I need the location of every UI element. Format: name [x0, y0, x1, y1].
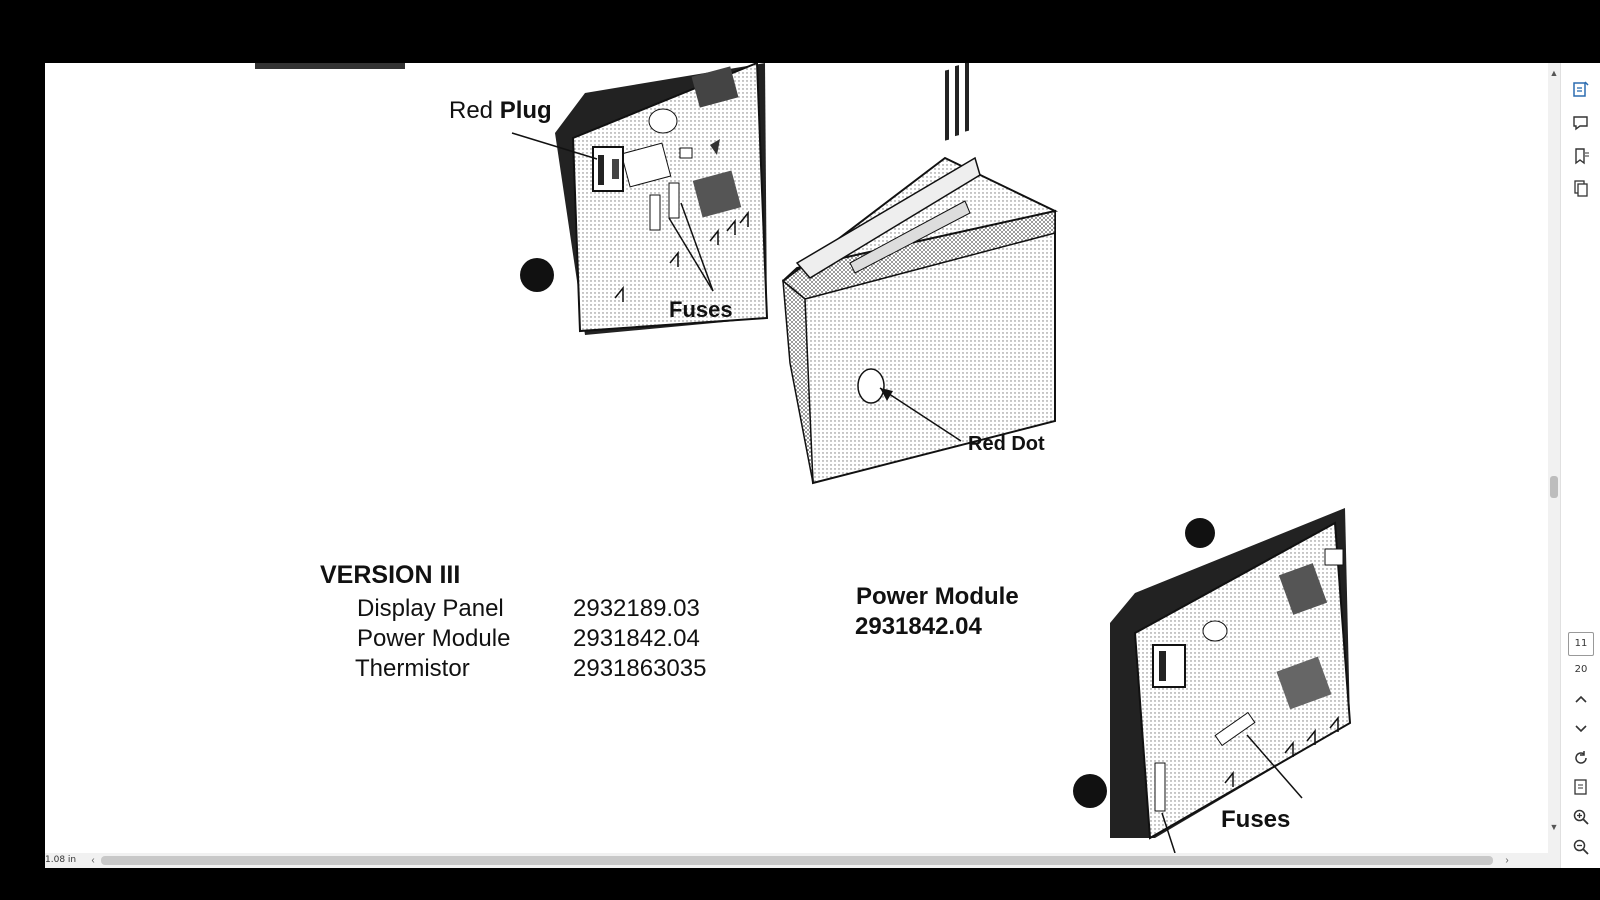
zoom-in-icon[interactable]: [1571, 807, 1591, 827]
scroll-left-arrow-icon[interactable]: ‹: [91, 855, 95, 866]
current-page-field[interactable]: 11: [1568, 632, 1594, 656]
red-plug-label: Red Plug: [449, 97, 552, 125]
right-toolbar: 11 20: [1560, 63, 1600, 868]
zoom-out-icon[interactable]: [1571, 837, 1591, 857]
chevron-up-icon[interactable]: [1571, 690, 1591, 710]
bookmark-icon[interactable]: [1571, 146, 1591, 166]
edit-pdf-icon[interactable]: [1571, 79, 1591, 99]
part-name: Display Panel: [357, 595, 504, 622]
scroll-down-arrow-icon[interactable]: ▼: [1549, 822, 1559, 832]
fuses-label-top: Fuses: [669, 297, 733, 322]
cursor-position-readout: 1.08 in: [45, 855, 77, 865]
vertical-scrollbar[interactable]: ▲ ▼: [1548, 63, 1560, 853]
horizontal-scroll-thumb[interactable]: [101, 856, 1493, 865]
scroll-up-arrow-icon[interactable]: ▲: [1549, 68, 1559, 78]
part-name: Thermistor: [355, 655, 470, 682]
circuit-board-bottom: [1073, 508, 1352, 853]
red-dot-label: Red Dot: [968, 433, 1045, 455]
red-plug-prefix: Red: [449, 97, 494, 124]
comment-icon[interactable]: [1571, 113, 1591, 133]
page-illustrations: [255, 63, 1352, 853]
scroll-right-arrow-icon[interactable]: ›: [1505, 855, 1509, 866]
part-name: Power Module: [357, 625, 511, 652]
cropped-heading: [255, 63, 405, 69]
total-pages: 20: [1574, 664, 1588, 675]
circuit-board-top: [511, 63, 769, 335]
rotate-icon[interactable]: [1571, 748, 1591, 768]
part-number: 2932189.03: [573, 595, 700, 622]
power-module-title: Power Module: [856, 583, 1019, 610]
horizontal-scrollbar[interactable]: 1.08 in ‹ ›: [45, 853, 1560, 868]
pages-icon[interactable]: [1571, 178, 1591, 198]
vertical-scroll-thumb[interactable]: [1550, 476, 1558, 498]
power-module-number: 2931842.04: [855, 613, 982, 640]
power-module-box: [781, 63, 1059, 485]
part-number: 2931863035: [573, 655, 707, 682]
pdf-page: Red Plug Fuses Red Dot Fuses VERSION III…: [45, 63, 1548, 853]
fuses-label-bottom: Fuses: [1221, 806, 1291, 833]
chevron-down-icon[interactable]: [1571, 718, 1591, 738]
version-heading: VERSION III: [320, 561, 461, 589]
page-fit-icon[interactable]: [1571, 777, 1591, 797]
part-number: 2931842.04: [573, 625, 700, 652]
document-viewer: Red Plug Fuses Red Dot Fuses VERSION III…: [45, 63, 1560, 868]
red-plug-bold: Plug: [499, 97, 552, 124]
